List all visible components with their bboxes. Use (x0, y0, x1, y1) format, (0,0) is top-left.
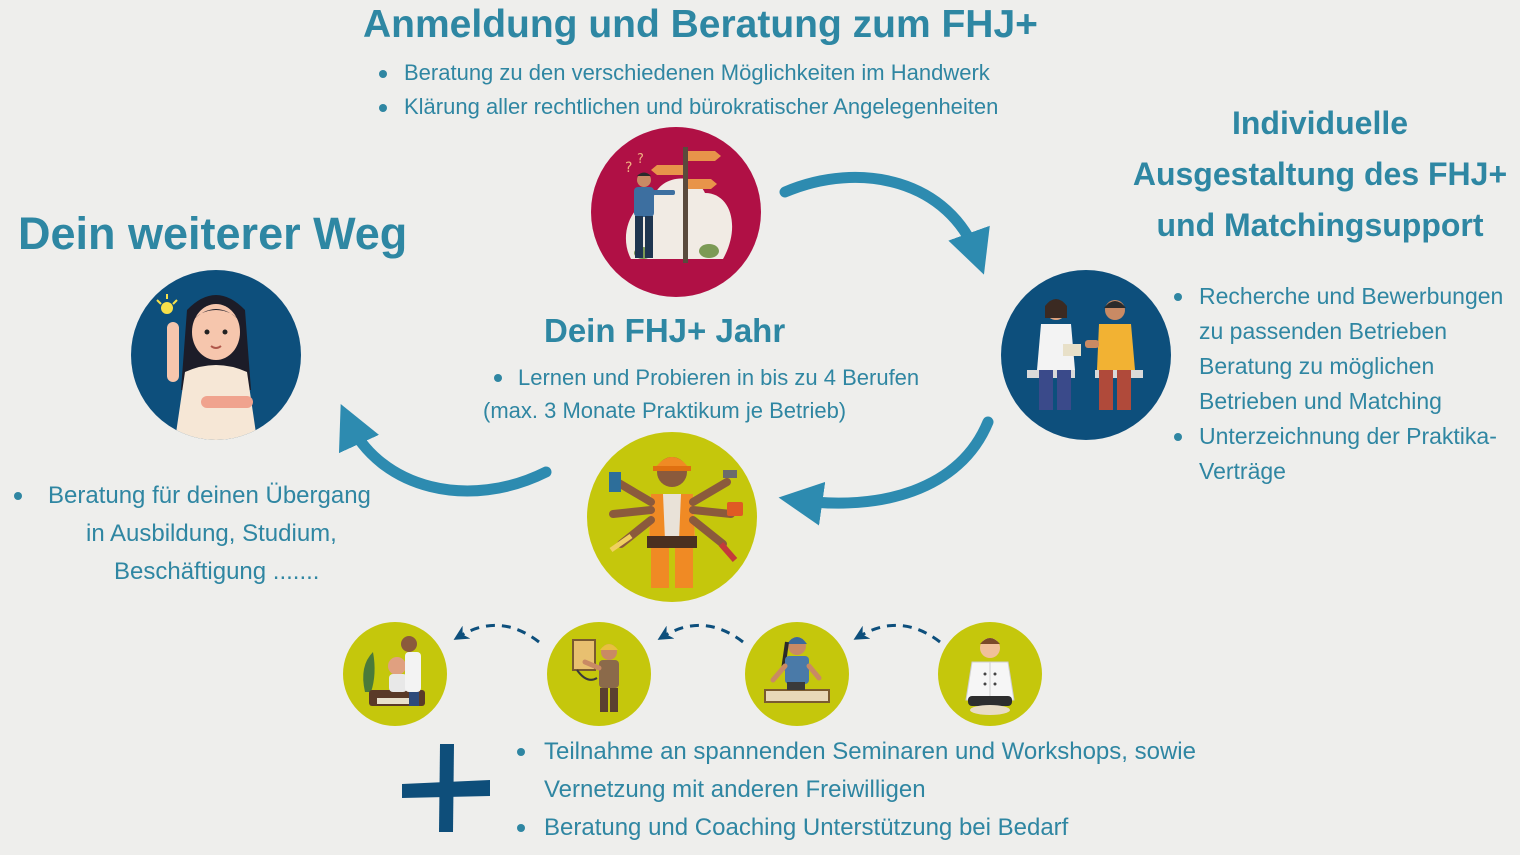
right-bullet-1: Recherche und Bewerbungen zu passenden B… (1173, 279, 1503, 419)
svg-text:?: ? (637, 152, 644, 167)
top-bullet-2: Klärung aller rechtlichen und bürokratis… (378, 90, 998, 124)
bottom-bullet-2-dot (517, 824, 525, 832)
bottom-bullet-2-text: Beratung und Coaching Unterstützung bei … (544, 814, 1069, 841)
bottom-bullet-1: Teilnahme an spannenden Seminaren und Wo… (516, 733, 1196, 809)
carpenter-icon (745, 622, 849, 726)
right-bullet-1-line-1: Recherche und Bewerbungen (1199, 283, 1504, 309)
right-cont-line-2: Betrieben und Matching (1199, 388, 1442, 414)
bottom-bullet-1-dot (517, 748, 525, 756)
right-cont-line-1: Beratung zu möglichen (1199, 353, 1435, 379)
top-bullet-list: Beratung zu den verschiedenen Möglichkei… (378, 56, 998, 124)
arrow-top-to-right (779, 171, 990, 275)
center-title: Dein FHJ+ Jahr (544, 312, 786, 349)
left-text-block: Beratung für deinen Übergang in Ausbildu… (10, 477, 390, 591)
right-bullet-2-line-2: Verträge (1199, 458, 1286, 484)
left-title: Dein weiterer Weg (18, 208, 408, 259)
left-line-2: in Ausbildung, Studium, (86, 520, 337, 547)
thinking-girl-icon (131, 270, 301, 440)
right-title-line-3: und Matchingsupport (1156, 207, 1484, 243)
center-note: (max. 3 Monate Praktikum je Betrieb) (483, 398, 847, 423)
top-title: Anmeldung und Beratung zum FHJ+ (363, 3, 1038, 46)
hairdresser-icon (343, 622, 447, 726)
left-bullet-dot (14, 492, 22, 500)
center-bullet: Lernen und Probieren in bis zu 4 Berufen (483, 361, 919, 394)
bottom-bullet-2: Beratung und Coaching Unterstützung bei … (516, 809, 1196, 847)
right-bullet-2: Unterzeichnung der Praktika- Verträge (1173, 419, 1503, 489)
electrician-icon (547, 622, 651, 726)
dashed-arrow-2 (657, 623, 744, 644)
right-title: Individuelle Ausgestaltung des FHJ+ und … (1120, 98, 1520, 251)
right-text-block: Recherche und Bewerbungen zu passenden B… (1173, 279, 1503, 489)
center-bullet-dot (494, 374, 502, 382)
right-bullet-2-line-1: Unterzeichnung der Praktika- (1199, 423, 1497, 449)
right-title-line-2: Ausgestaltung des FHJ+ (1132, 156, 1508, 192)
signpost-person-icon: ? ? (591, 127, 761, 297)
dashed-arrow-1 (453, 623, 540, 644)
arrow-right-to-center (778, 416, 994, 526)
left-line-1: Beratung für deinen Übergang (48, 482, 371, 509)
top-bullet-1: Beratung zu den verschiedenen Möglichkei… (378, 56, 998, 90)
plus-icon (402, 744, 490, 832)
chef-icon (938, 622, 1042, 726)
right-title-line-1: Individuelle (1231, 105, 1409, 141)
dashed-arrow-3 (853, 623, 941, 644)
center-bullet-text: Lernen und Probieren in bis zu 4 Berufen (518, 365, 920, 390)
bottom-text-block: Teilnahme an spannenden Seminaren und Wo… (516, 733, 1196, 847)
multi-tool-worker-icon (587, 432, 757, 602)
bottom-bullet-1-line-2: Vernetzung mit anderen Freiwilligen (544, 776, 926, 803)
counseling-icon (1001, 270, 1171, 440)
left-line-3: Beschäftigung ....... (114, 558, 320, 585)
right-bullet-1-line-2: zu passenden Betrieben (1199, 318, 1448, 344)
svg-text:?: ? (625, 160, 632, 176)
center-text-block: Lernen und Probieren in bis zu 4 Berufen… (483, 361, 919, 427)
bottom-bullet-1-line-1: Teilnahme an spannenden Seminaren und Wo… (544, 738, 1196, 765)
